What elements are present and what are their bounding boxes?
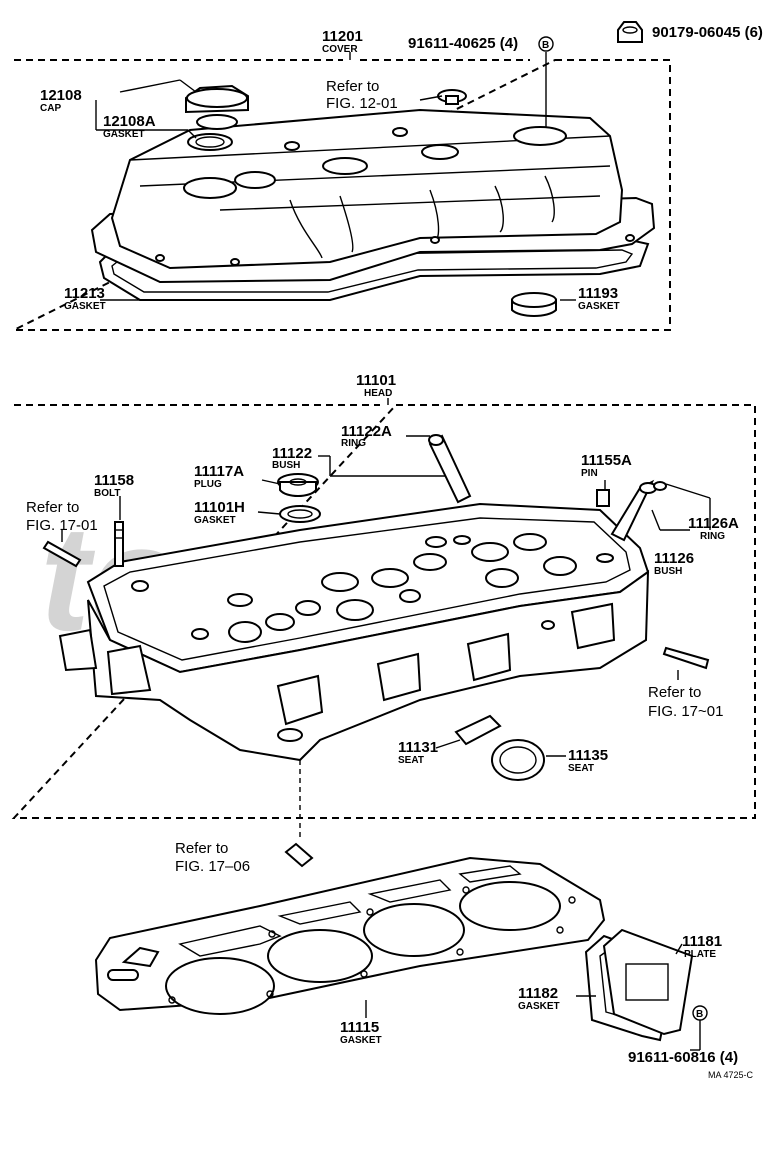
ring-11122a-name: RING (341, 438, 366, 449)
plug-11117a-name: PLUG (194, 479, 222, 490)
nut-top-number: 90179-06045 (6) (652, 24, 763, 41)
ref-17-06-line1: Refer to (175, 840, 228, 857)
bolt-11158-name: BOLT (94, 488, 120, 499)
bush-11126-number: 11126 (654, 550, 694, 567)
ring-11126a-name: RING (700, 531, 725, 542)
cover-gasket-name: GASKET (64, 301, 106, 312)
bolt-bottom-marker-circle (692, 1005, 708, 1021)
ref-17-01-left-line1: Refer to (26, 499, 79, 516)
ref-17-01-right-line1: Refer to (648, 684, 701, 701)
valve-guide-bush-11126 (610, 479, 667, 542)
head-leaders (61, 435, 711, 840)
cap-gasket-number: 12108A (103, 113, 156, 130)
oil-filler-cap (185, 84, 249, 130)
valve-seat-11131 (454, 714, 502, 746)
plate-11181-number: 11181 (682, 933, 722, 950)
plug-11117a (277, 473, 319, 497)
pin-11155a-number: 11155A (581, 452, 632, 469)
cover-leaders (95, 52, 576, 301)
head-group-frame (11, 398, 756, 819)
pin-11155a (596, 489, 610, 507)
cover-gasket-number: 11213 (64, 285, 105, 302)
drain-plug (284, 842, 314, 868)
bolt-top-number: 91611-40625 (4) (408, 35, 518, 52)
gasket-11101h-number: 11101H (194, 499, 245, 516)
head-gasket-name: GASKET (340, 1035, 382, 1046)
seat-11135-name: SEAT (568, 763, 594, 774)
plate-11181-name: PLATE (684, 949, 716, 960)
bolt-11158-number: 11158 (94, 472, 134, 489)
valve-seat-11135 (491, 739, 545, 781)
plug-gasket (511, 292, 557, 317)
cylinder-head-cover (90, 108, 656, 301)
pin-11155a-name: PIN (581, 468, 598, 479)
cover-number: 11201 (322, 28, 363, 45)
plug-11117a-number: 11117A (194, 463, 244, 480)
ring-11122a-number: 11122A (341, 423, 392, 440)
gasket-11182-number: 11182 (518, 985, 558, 1002)
cap-gasket-name: GASKET (103, 129, 145, 140)
leaders-bottom (576, 943, 701, 1051)
seat-11131-name: SEAT (398, 755, 424, 766)
plate-11181 (602, 928, 694, 1036)
gasket-11101h (279, 505, 321, 523)
bush-11126-name: BUSH (654, 566, 682, 577)
bush-11122-number: 11122 (272, 445, 312, 462)
ref-17-01-right-line2: FIG. 17~01 (648, 703, 723, 720)
valve-guide-bush-11122 (428, 434, 472, 504)
bolt-top-marker-circle (538, 36, 554, 52)
bush-11122-name: BUSH (272, 460, 300, 471)
gasket-11182-name: GASKET (518, 1001, 560, 1012)
plug-gasket-number: 11193 (578, 285, 618, 302)
stud-bolt-left (42, 540, 82, 568)
head-gasket-11115 (94, 856, 606, 1015)
seat-11131-number: 11131 (398, 739, 438, 756)
head-gasket-number: 11115 (340, 1019, 379, 1036)
cylinder-head (58, 502, 650, 762)
ref-12-01-line1: Refer to (326, 78, 379, 95)
cap-number: 12108 (40, 87, 82, 104)
pcv-fitting (437, 89, 467, 105)
ref-17-06-line2: FIG. 17–06 (175, 858, 250, 875)
cover-name: COVER (322, 44, 358, 55)
drawing-code: MA 4725-C (708, 1070, 754, 1080)
bolt-bottom-marker: B (696, 1009, 703, 1020)
ref-12-01-line2: FIG. 12-01 (326, 95, 398, 112)
gasket-11101h-name: GASKET (194, 515, 236, 526)
head-number: 11101 (356, 372, 396, 389)
cap-name: CAP (40, 103, 61, 114)
nut-icon (617, 21, 643, 43)
ref-17-01-left-line2: FIG. 17-01 (26, 517, 98, 534)
seat-11135-number: 11135 (568, 747, 608, 764)
plug-gasket-name: GASKET (578, 301, 620, 312)
ring-11126a-number: 11126A (688, 515, 739, 532)
cap-gasket (187, 133, 233, 151)
head-name: HEAD (364, 388, 392, 399)
stud-bolt-right (662, 646, 710, 670)
bolt-bottom-number: 91611-60816 (4) (628, 1049, 738, 1066)
bolt-top-marker: B (542, 40, 549, 51)
bolt-11158 (114, 521, 124, 567)
